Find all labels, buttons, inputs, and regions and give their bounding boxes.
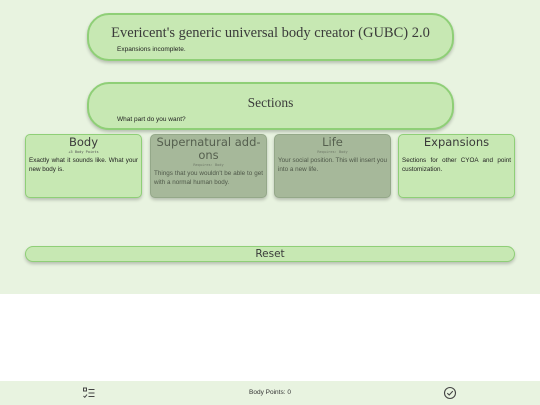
main-content: Evericent's generic universal body creat… bbox=[0, 0, 540, 294]
page-title: Evericent's generic universal body creat… bbox=[111, 25, 430, 41]
card-description: Things that you wouldn't be able to get … bbox=[154, 170, 263, 186]
card-tag bbox=[402, 149, 511, 155]
card-tag: +5 Body Points bbox=[68, 150, 99, 154]
sections-title: Sections bbox=[247, 95, 294, 110]
reset-button[interactable]: Reset bbox=[25, 246, 515, 262]
checklist-icon[interactable] bbox=[82, 386, 96, 400]
card-tag: Requires: Body bbox=[317, 150, 348, 154]
card-description: Your social position. This will insert y… bbox=[278, 157, 387, 173]
check-circle-icon[interactable] bbox=[443, 386, 457, 400]
card-tag: Requires: Body bbox=[193, 163, 224, 167]
card-description: Exactly what it sounds like. What your n… bbox=[29, 157, 138, 173]
section-card-life[interactable]: Life Requires: Body Your social position… bbox=[274, 134, 391, 198]
section-card-body[interactable]: Body +5 Body Points Exactly what it soun… bbox=[25, 134, 142, 198]
card-description: Sections for other CYOA and point custom… bbox=[402, 157, 511, 173]
card-title: Life bbox=[322, 135, 343, 149]
sections-panel: Sections What part do you want? bbox=[87, 82, 454, 130]
section-card-supernatural-addons[interactable]: Supernatural add-ons Requires: Body Thin… bbox=[150, 134, 267, 198]
footer-bar: Body Points: 0 bbox=[0, 381, 540, 405]
card-title: Expansions bbox=[423, 135, 490, 149]
page-subtitle: Expansions incomplete. bbox=[117, 46, 186, 53]
sections-prompt: What part do you want? bbox=[117, 116, 186, 123]
header-panel: Evericent's generic universal body creat… bbox=[87, 13, 454, 61]
body-points-counter: Body Points: 0 bbox=[249, 389, 291, 396]
card-title: Supernatural add-ons bbox=[156, 135, 261, 162]
card-title: Body bbox=[68, 135, 99, 149]
section-card-expansions[interactable]: Expansions Sections for other CYOA and p… bbox=[398, 134, 515, 198]
